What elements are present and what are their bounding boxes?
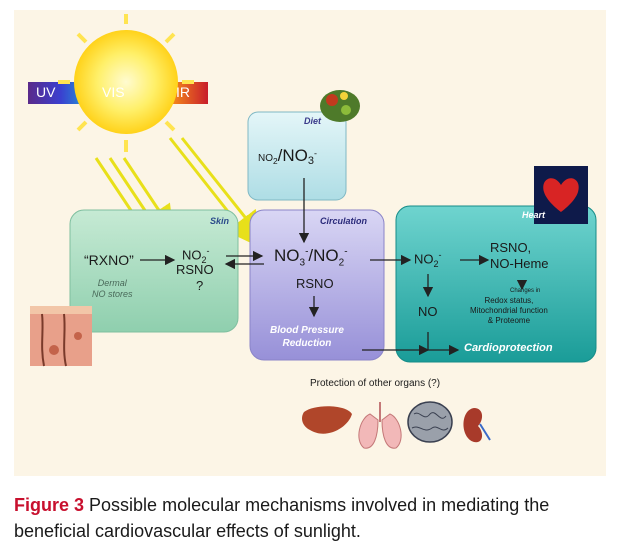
heart-no: NO xyxy=(418,304,438,319)
heart-changes-in: Changes in xyxy=(510,288,541,294)
spectrum-uv-label: UV xyxy=(36,84,56,100)
salad-icon xyxy=(320,90,360,122)
circulation-rsno: RSNO xyxy=(296,276,334,291)
diagram-graphics xyxy=(28,14,597,449)
kidney-icon xyxy=(463,408,491,443)
figure-panel: UV VIS IR Diet NO2/NO3- Skin “RXNO” NO2-… xyxy=(14,10,606,476)
heart-no2: NO2- xyxy=(414,250,442,269)
skin-rxno: “RXNO” xyxy=(84,252,134,268)
heart-rsno: RSNO, xyxy=(490,240,532,255)
circulation-no3-no2: NO3-/NO2- xyxy=(274,246,348,269)
heart-cardioprotection: Cardioprotection xyxy=(464,342,553,354)
skin-no2: NO2- xyxy=(182,246,210,265)
brain-icon xyxy=(407,401,453,443)
heart-anatomy-icon xyxy=(534,166,588,224)
diet-title: Diet xyxy=(304,116,322,126)
skin-tissue-icon xyxy=(30,306,92,367)
circulation-bp-reduction: Blood Pressure Reduction xyxy=(270,325,344,349)
sun-icon xyxy=(58,14,194,152)
spectrum-vis-label: VIS xyxy=(102,84,125,100)
skin-box xyxy=(69,209,239,333)
heart-title: Heart xyxy=(522,210,546,220)
caption-text: Possible molecular mechanisms involved i… xyxy=(14,495,550,541)
skin-dermal-stores: Dermal NO stores xyxy=(92,278,133,299)
spectrum-ir-label: IR xyxy=(176,84,190,100)
figure-caption: Figure 3 Possible molecular mechanisms i… xyxy=(14,492,606,544)
circulation-title: Circulation xyxy=(320,216,368,226)
circulation-box xyxy=(249,209,385,361)
diet-formula: NO2/NO3- xyxy=(258,146,317,167)
skin-question: ? xyxy=(196,278,204,293)
heart-box xyxy=(395,205,597,363)
diet-box xyxy=(247,111,347,201)
lungs-icon xyxy=(358,402,402,449)
organs-protection-label: Protection of other organs (?) xyxy=(310,378,441,389)
skin-rsno: RSNO xyxy=(176,262,214,277)
caption-figure-number: Figure 3 xyxy=(14,495,85,515)
liver-icon xyxy=(302,406,352,434)
heart-noheme: NO-Heme xyxy=(490,256,549,271)
heart-redox-status: Redox status, Mitochondrial function & P… xyxy=(470,296,548,325)
skin-title: Skin xyxy=(210,216,230,226)
